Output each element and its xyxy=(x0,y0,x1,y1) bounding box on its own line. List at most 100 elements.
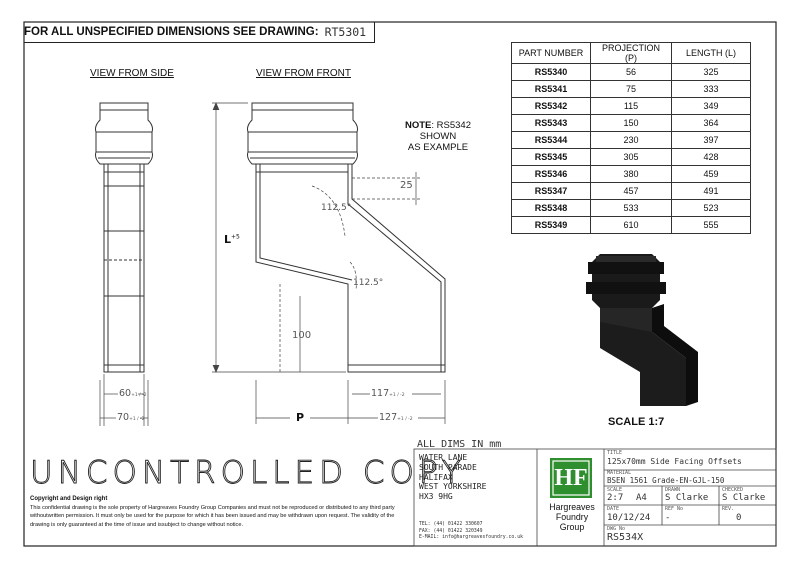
note-line2: AS EXAMPLE xyxy=(407,142,469,153)
side-view-label: VIEW FROM SIDE xyxy=(90,68,174,79)
sheet-size: A4 xyxy=(636,493,647,503)
address-line: WATER LANE xyxy=(419,453,468,462)
drawn-value: S Clarke xyxy=(665,493,709,503)
tel: TEL: (44) 01422 330607 xyxy=(419,522,483,527)
part-number: RS5343 xyxy=(511,114,591,132)
date-label: DATE xyxy=(607,506,620,512)
title-label: TITLE xyxy=(607,450,623,456)
company-address: WATER LANE SOUTH PARADE HALIFAX WEST YOR… xyxy=(419,453,486,502)
fax: FAX: (44) 01422 320349 xyxy=(419,528,483,534)
part-number: RS5340 xyxy=(511,63,591,81)
length-value: 333 xyxy=(671,80,751,98)
length-value: 364 xyxy=(671,114,751,132)
date-value: 10/12/24 xyxy=(607,513,651,523)
side-outer-width-tol: +1 / -2 xyxy=(129,417,145,422)
copyright-title: Copyright and Design right xyxy=(30,496,108,502)
length-label: L+5 xyxy=(224,233,240,246)
front-outer-width: 127+1 / -2 xyxy=(379,412,413,423)
address-line: SOUTH PARADE xyxy=(419,462,477,472)
projection-value: 380 xyxy=(590,165,672,183)
company-logo xyxy=(550,458,592,498)
front-view-dimensions xyxy=(212,102,446,424)
part-number: RS5346 xyxy=(511,165,591,183)
angle-top-label: 112.5° xyxy=(321,203,352,213)
length-value: 349 xyxy=(671,97,751,115)
front-outer-width-tol: +1 / -2 xyxy=(397,417,413,422)
part-number: RS5341 xyxy=(511,80,591,98)
uncontrolled-copy-stamp: UNCONTROLLED COPY xyxy=(30,455,466,492)
part-number: RS5344 xyxy=(511,131,591,149)
logo-text: HF xyxy=(554,464,588,491)
scale-label: SCALE xyxy=(607,487,623,493)
side-outer-width: 70+1 / -2 xyxy=(117,412,145,423)
checked-value: S Clarke xyxy=(722,493,766,503)
copyright-notice: Copyright and Design right This confiden… xyxy=(30,495,405,529)
note-text: NOTE: RS5342 SHOWN AS EXAMPLE xyxy=(388,120,488,153)
length-value: 555 xyxy=(671,216,751,234)
address-line: WEST YORKSHIRE xyxy=(419,482,487,492)
side-outer-width-value: 70 xyxy=(117,412,130,423)
length-value: 325 xyxy=(671,63,751,81)
company-name: Hargreaves Foundry Group xyxy=(539,502,605,532)
parts-table-header: PART NUMBER PROJECTION (P) LENGTH (L) xyxy=(511,42,751,64)
rev-label: REV. xyxy=(722,506,735,512)
part-number: RS5348 xyxy=(511,199,591,217)
company-name-line: Foundry xyxy=(555,512,589,522)
dwg-value: RS534X xyxy=(607,532,644,543)
col-part-number: PART NUMBER xyxy=(511,42,591,64)
title-value: 125x70mm Side Facing Offsets xyxy=(607,457,742,466)
part-number: RS5349 xyxy=(511,216,591,234)
sheet-border xyxy=(23,21,777,547)
all-dims-note: ALL DIMS IN mm xyxy=(417,439,502,450)
ref-label: REF No xyxy=(665,506,684,512)
company-name-line: Group xyxy=(559,522,585,532)
side-view xyxy=(95,102,153,373)
header-drawing-code: RT5301 xyxy=(324,25,367,39)
length-value: 459 xyxy=(671,165,751,183)
projection-value: 56 xyxy=(590,63,672,81)
address-line: HALIFAX xyxy=(419,472,453,482)
email: E-MAIL: info@hargreavesfoundry.co.uk xyxy=(419,535,523,540)
dwg-label: DWG No xyxy=(607,526,626,532)
side-view-dimensions xyxy=(99,374,149,426)
length-letter: L xyxy=(224,233,232,246)
front-view xyxy=(247,102,446,373)
projection-value: 115 xyxy=(590,97,672,115)
col-projection: PROJECTION (P) xyxy=(590,42,672,64)
angle-bottom-label: 112.5° xyxy=(353,278,384,288)
material-label: MATERIAL xyxy=(607,470,632,476)
rev-value: 0 xyxy=(736,513,742,523)
projection-value: 150 xyxy=(590,114,672,132)
side-inner-width: 60+1 / -2 xyxy=(119,388,147,399)
header-text: FOR ALL UNSPECIFIED DIMENSIONS SEE DRAWI… xyxy=(24,26,319,38)
drawn-label: DRAWN xyxy=(665,487,681,493)
company-contact: TEL: (44) 01422 330607 FAX: (44) 01422 3… xyxy=(419,522,523,542)
checked-label: CHECKED xyxy=(722,487,744,493)
front-view-label: VIEW FROM FRONT xyxy=(256,68,351,79)
side-inner-width-value: 60 xyxy=(119,388,132,399)
projection-label: P xyxy=(296,411,305,424)
length-value: 397 xyxy=(671,131,751,149)
note-line1: : RS5342 SHOWN xyxy=(419,120,471,142)
address-line: HX3 9HG xyxy=(419,492,453,502)
length-tolerance: +5 xyxy=(231,233,240,241)
front-inner-width-value: 117 xyxy=(371,388,390,399)
header-bar: FOR ALL UNSPECIFIED DIMENSIONS SEE DRAWI… xyxy=(24,22,376,43)
scale-value: 2:7 xyxy=(607,493,624,503)
projection-value: 230 xyxy=(590,131,672,149)
height-100-label: 100 xyxy=(292,330,312,341)
front-outer-width-value: 127 xyxy=(379,412,398,423)
length-value: 523 xyxy=(671,199,751,217)
note-bold: NOTE xyxy=(404,120,432,131)
offset-dimension: 25 xyxy=(400,180,413,191)
front-inner-width-tol: +1 / -2 xyxy=(389,393,405,398)
